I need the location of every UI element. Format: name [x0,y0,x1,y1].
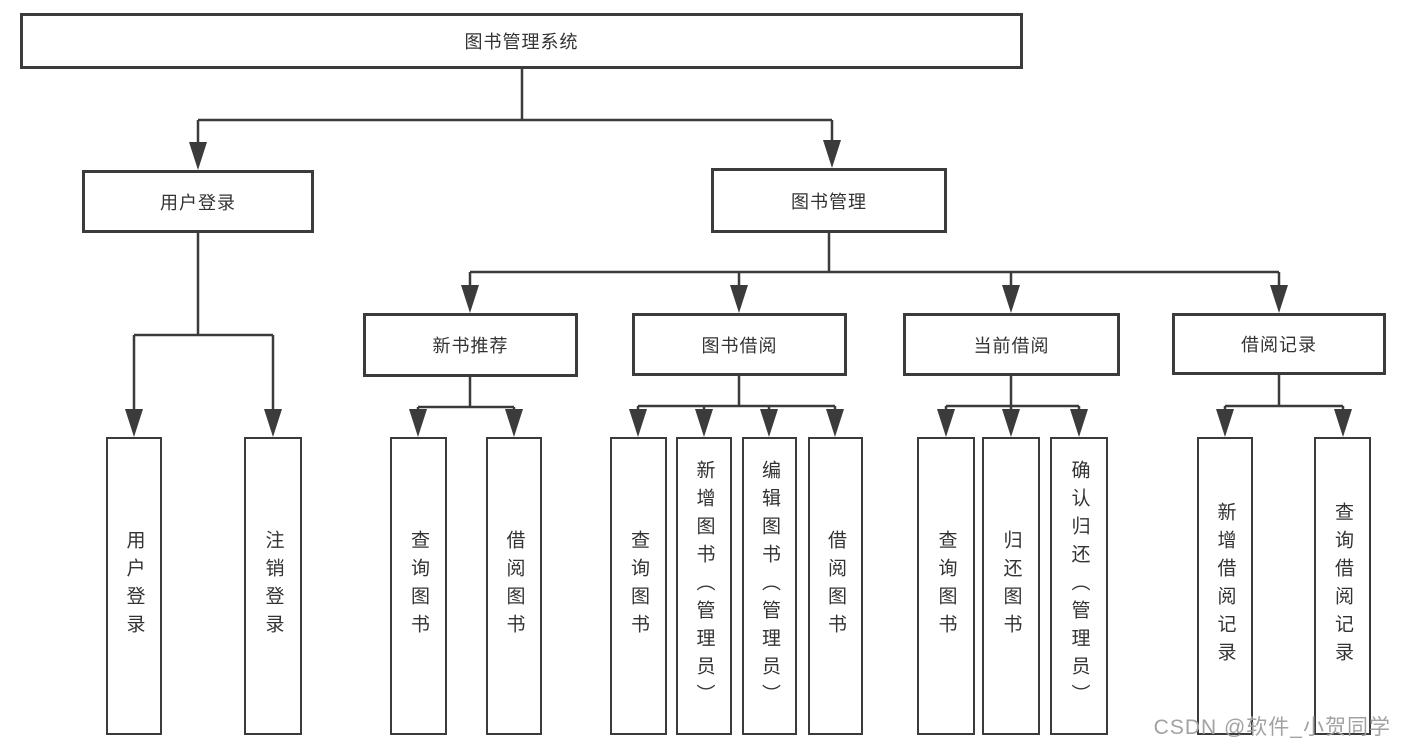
node-label: 用户登录 [123,530,145,642]
node-label: 借阅记录 [1241,335,1317,355]
leaf-borrow-query-books: 查询图书 [610,437,667,735]
node-book-borrow: 图书借阅 [632,313,847,376]
node-label: 新增借阅记录 [1214,502,1236,670]
node-root-library-management-system: 图书管理系统 [20,13,1023,69]
leaf-current-query-books: 查询图书 [917,437,975,735]
leaf-records-add-borrow-record: 新增借阅记录 [1197,437,1253,735]
node-label: 确认归还（管理员） [1068,460,1090,712]
leaf-borrow-edit-books-admin: 编辑图书（管理员） [742,437,797,735]
leaf-borrow-borrow-books: 借阅图书 [808,437,863,735]
leaf-current-return-books: 归还图书 [982,437,1040,735]
leaf-recommend-query-books: 查询图书 [390,437,447,735]
node-label: 当前借阅 [973,335,1050,356]
node-label: 图书管理系统 [464,32,579,52]
node-label: 图书借阅 [701,335,778,356]
leaf-recommend-borrow-books: 借阅图书 [486,437,542,735]
leaf-current-confirm-return-admin: 确认归还（管理员） [1050,437,1108,735]
node-user-login: 用户登录 [82,170,314,233]
node-label: 查询图书 [408,530,429,642]
node-label: 借阅图书 [503,530,525,642]
node-label: 编辑图书（管理员） [759,460,780,712]
node-label: 新增图书（管理员） [693,460,715,712]
leaf-records-query-borrow-record: 查询借阅记录 [1314,437,1371,735]
node-book-management: 图书管理 [711,168,947,233]
leaf-logout-login: 注销登录 [244,437,302,735]
arrowheads [125,140,1352,437]
node-label: 用户登录 [160,192,236,213]
node-label: 借阅图书 [825,530,846,642]
node-current-borrow: 当前借阅 [903,313,1120,376]
node-new-book-recommend: 新书推荐 [363,313,578,377]
leaf-borrow-add-books-admin: 新增图书（管理员） [676,437,732,735]
leaf-user-login: 用户登录 [106,437,162,735]
node-label: 查询借阅记录 [1332,502,1353,670]
watermark: CSDN @软件_小贺同学 [1153,716,1391,739]
node-label: 新书推荐 [432,336,509,356]
node-label: 图书管理 [791,191,867,212]
node-label: 归还图书 [1000,530,1022,642]
node-label: 查询图书 [628,530,649,642]
node-label: 查询图书 [935,530,957,642]
node-borrow-records: 借阅记录 [1172,313,1386,375]
node-label: 注销登录 [262,530,284,642]
